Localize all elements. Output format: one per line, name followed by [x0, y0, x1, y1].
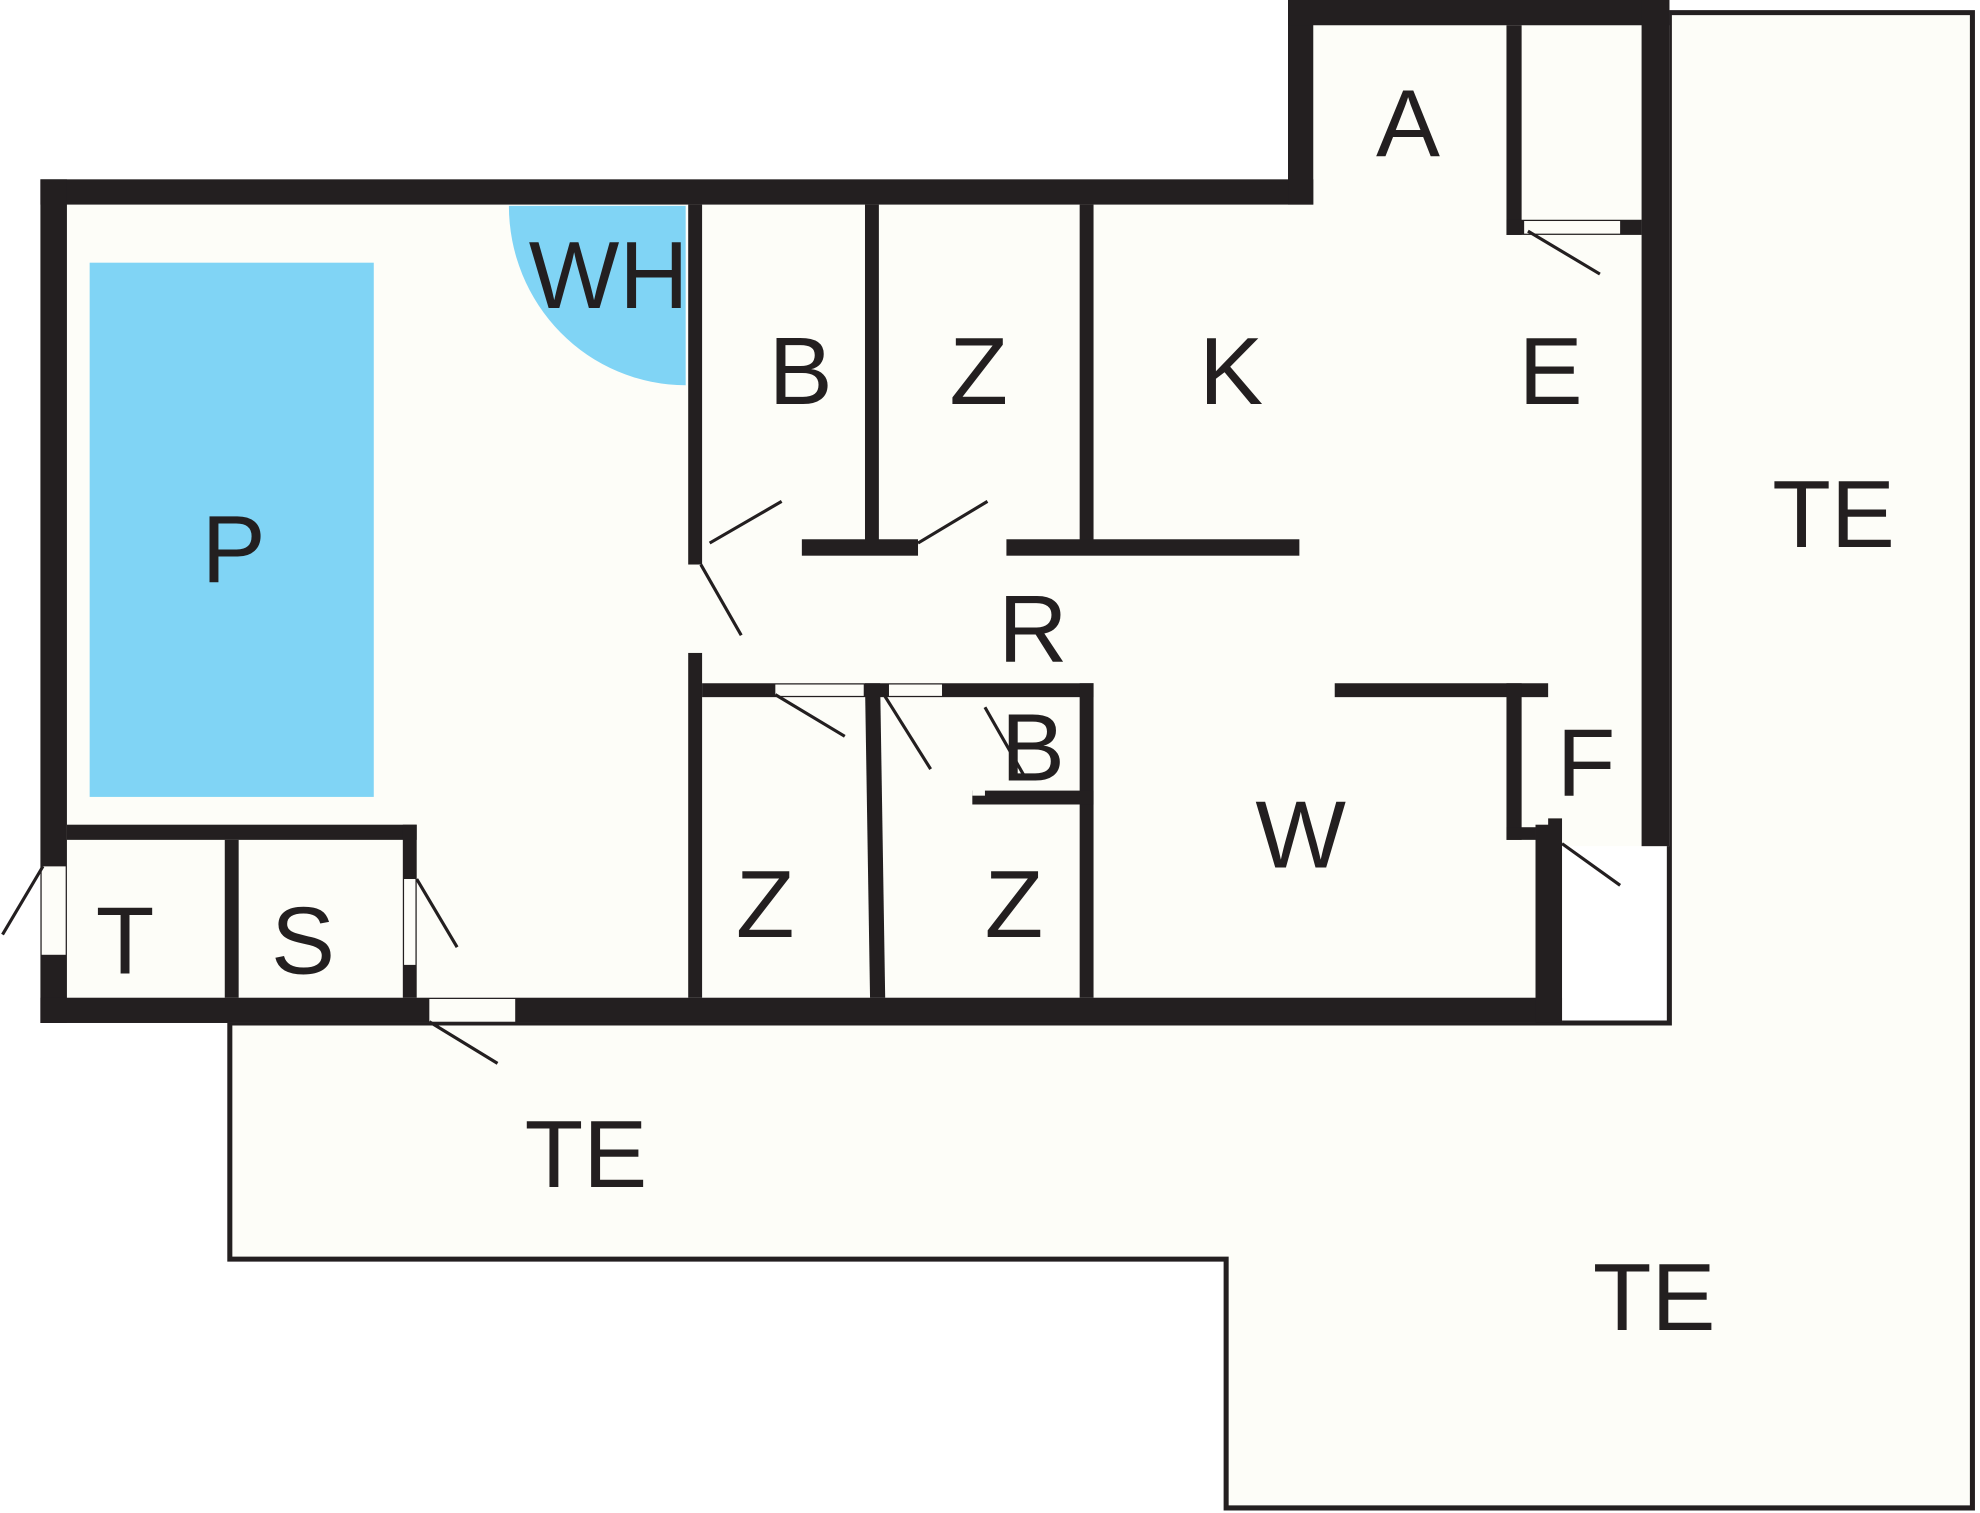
interior-floor: [40, 0, 1670, 1023]
room-label-te: TE: [1593, 1244, 1716, 1351]
room-label-k: K: [1199, 318, 1263, 425]
room-label-e: E: [1519, 318, 1583, 425]
whirlpool: [508, 205, 686, 386]
room-label-a: A: [1376, 71, 1440, 178]
room-label-te: TE: [1772, 461, 1895, 568]
room-label-wh: WH: [529, 222, 689, 329]
room-label-r: R: [998, 576, 1067, 683]
room-label-z: Z: [985, 851, 1044, 958]
room-label-t: T: [96, 888, 155, 995]
room-label-z: Z: [736, 851, 795, 958]
room-label-f: F: [1557, 710, 1616, 817]
room-label-z: Z: [949, 318, 1008, 425]
room-label-s: S: [271, 888, 335, 995]
pool: [89, 262, 374, 797]
door-swings: [1, 229, 1622, 1065]
room-labels: A WH B Z K E P TE R B F W Z Z T S TE TE: [96, 71, 1895, 1351]
room-label-p: P: [202, 496, 266, 603]
door-openings: [41, 221, 1637, 1022]
room-label-b: B: [769, 318, 833, 425]
room-label-te: TE: [525, 1101, 648, 1208]
room-label-w: W: [1255, 782, 1346, 889]
room-label-b: B: [1001, 694, 1065, 801]
